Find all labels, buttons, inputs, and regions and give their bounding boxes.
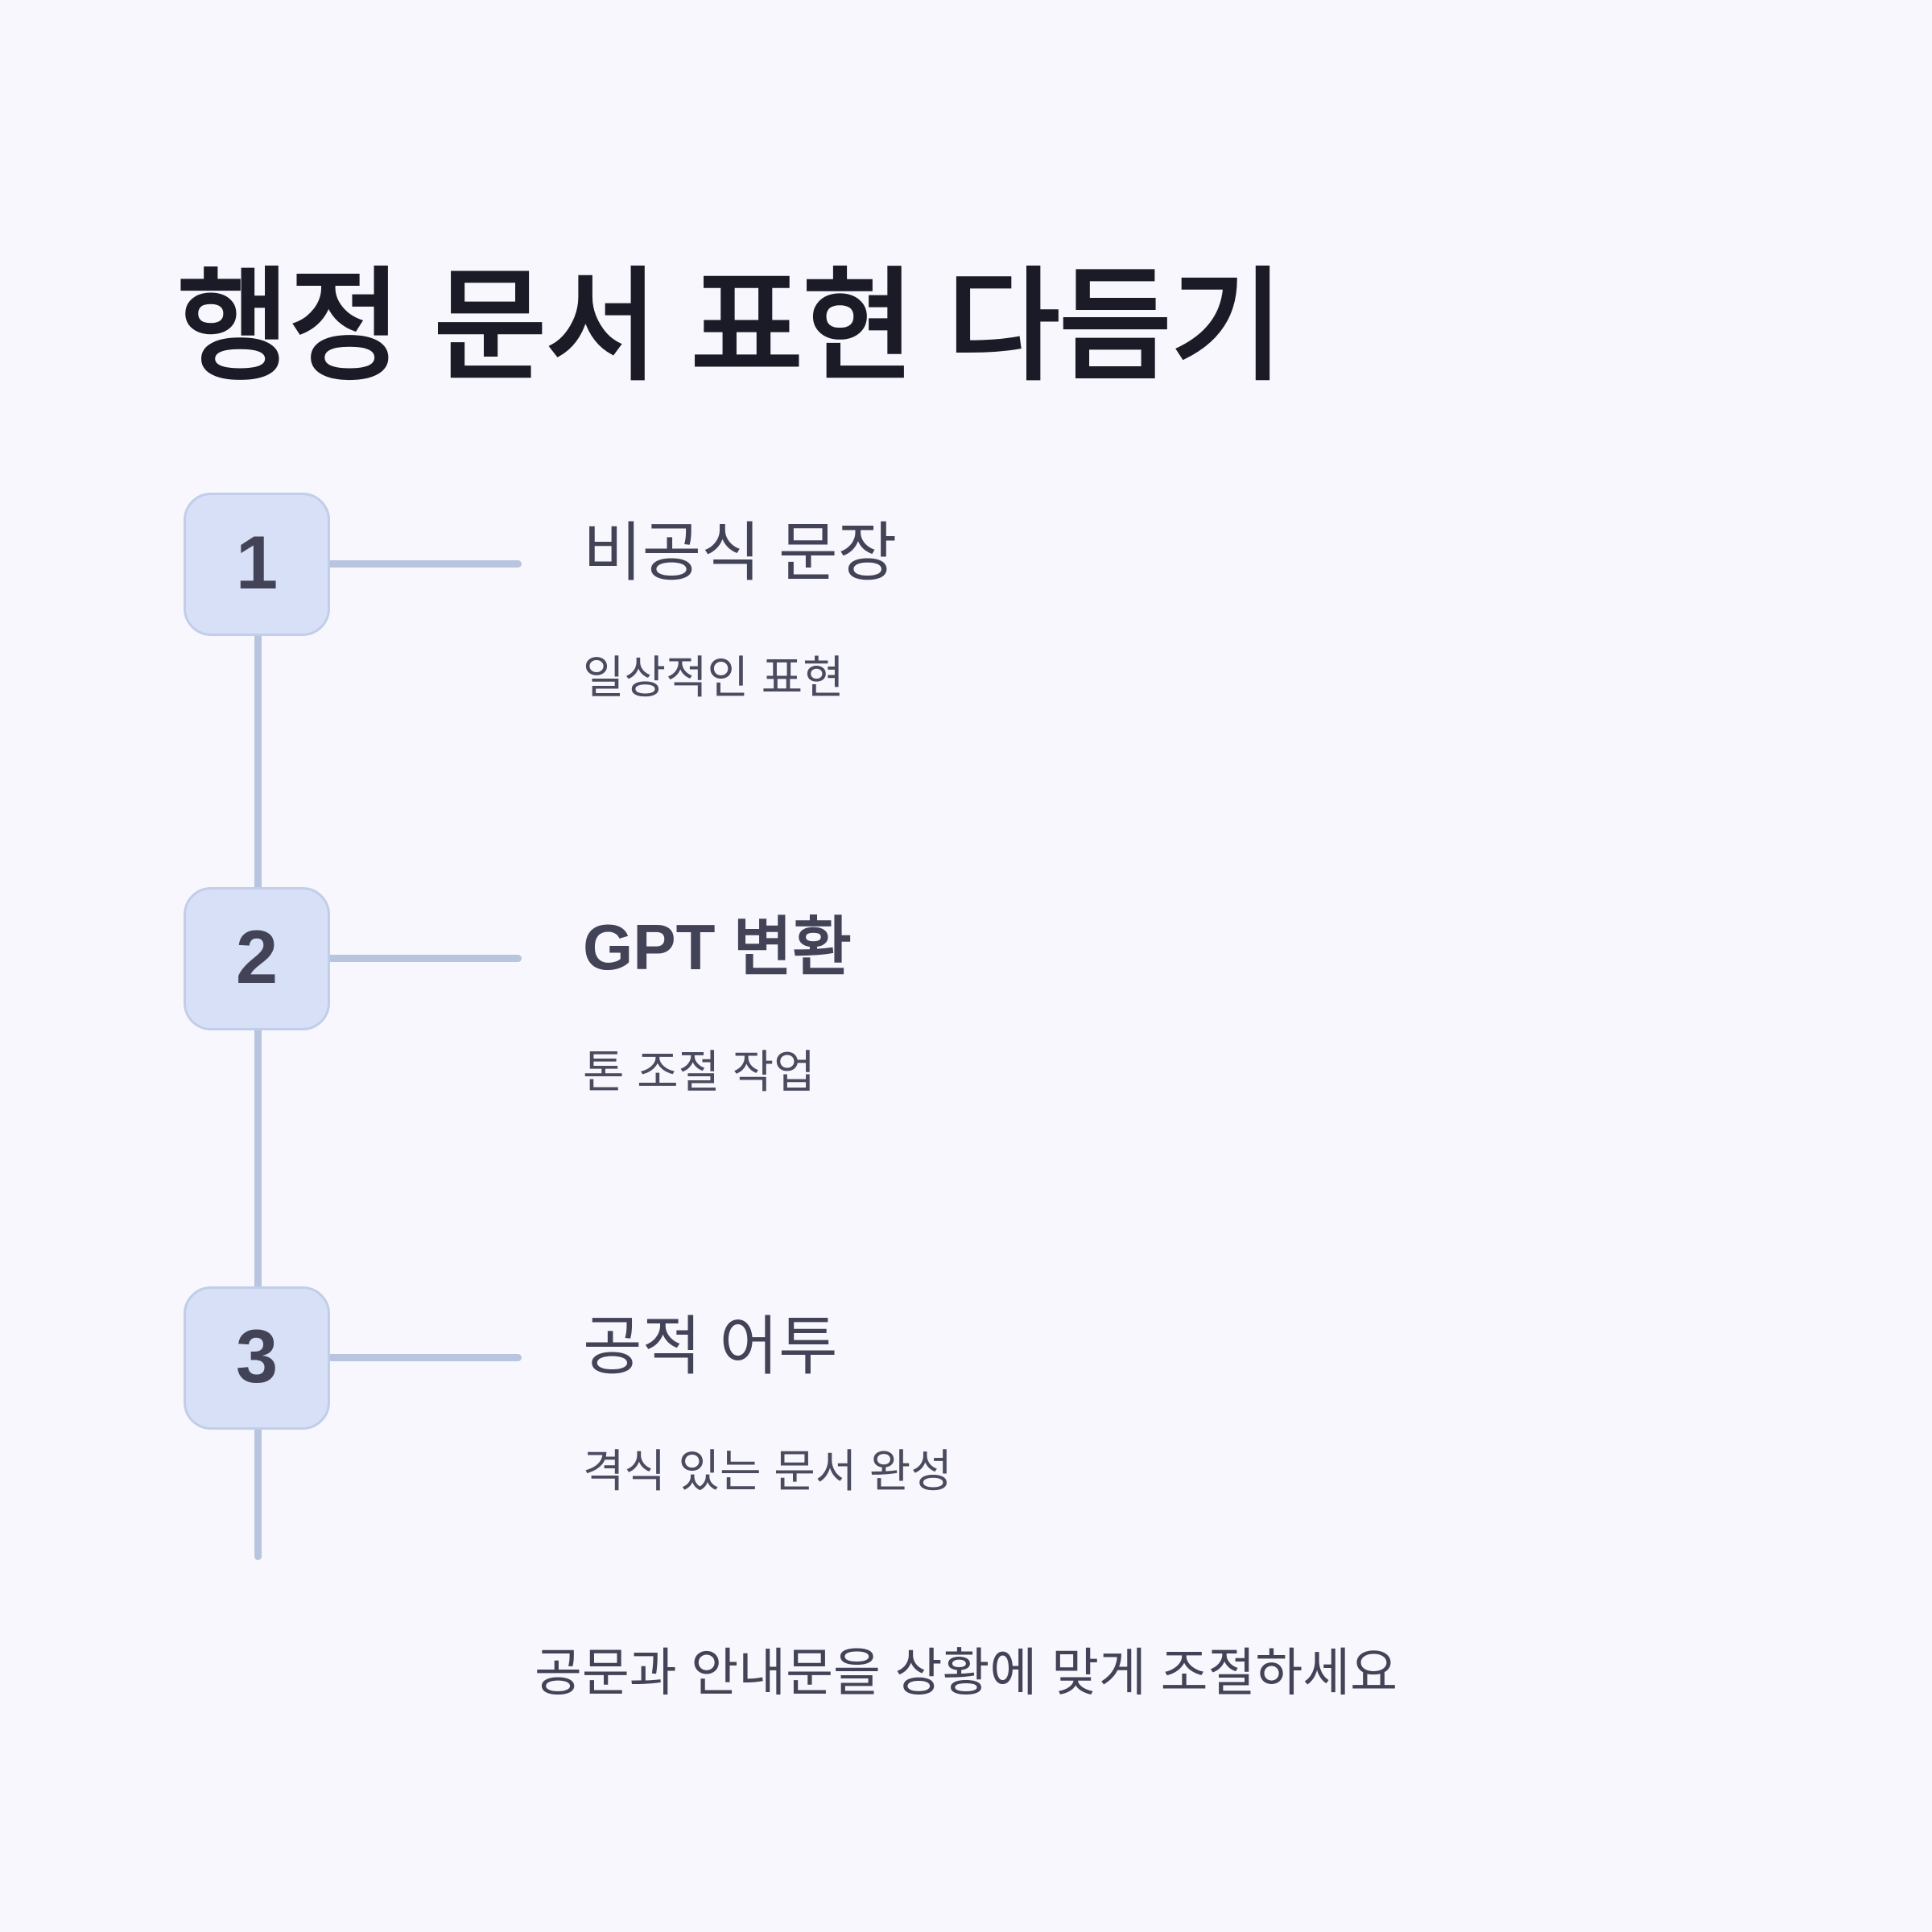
step-subtitle-1: 일상적인 표현 (583, 652, 844, 703)
step-number-badge-1: 1 (184, 493, 330, 636)
page-title: 행정 문서 표현 다듬기 (177, 258, 1283, 395)
step-subtitle-3: 격식 있는 문서 완성 (583, 1446, 952, 1496)
step-subtitle-2: 톤 조절 작업 (583, 1046, 815, 1097)
step-number-2: 2 (235, 914, 279, 999)
step-number-badge-2: 2 (184, 887, 330, 1030)
step-connector-line-2 (327, 955, 522, 962)
footer-caption: 공문과 안내문을 상황에 맞게 조절하세요 (534, 1644, 1398, 1702)
step-title-1: 비공식 문장 (583, 517, 898, 588)
step-title-3: 공적 어투 (583, 1311, 838, 1382)
step-number-badge-3: 3 (184, 1286, 330, 1430)
timeline-spine (254, 555, 262, 1560)
step-connector-line-1 (327, 560, 522, 568)
step-connector-line-3 (327, 1354, 522, 1361)
step-title-2: GPT 변환 (583, 911, 852, 983)
step-number-1: 1 (235, 520, 279, 605)
step-number-3: 3 (235, 1314, 279, 1398)
